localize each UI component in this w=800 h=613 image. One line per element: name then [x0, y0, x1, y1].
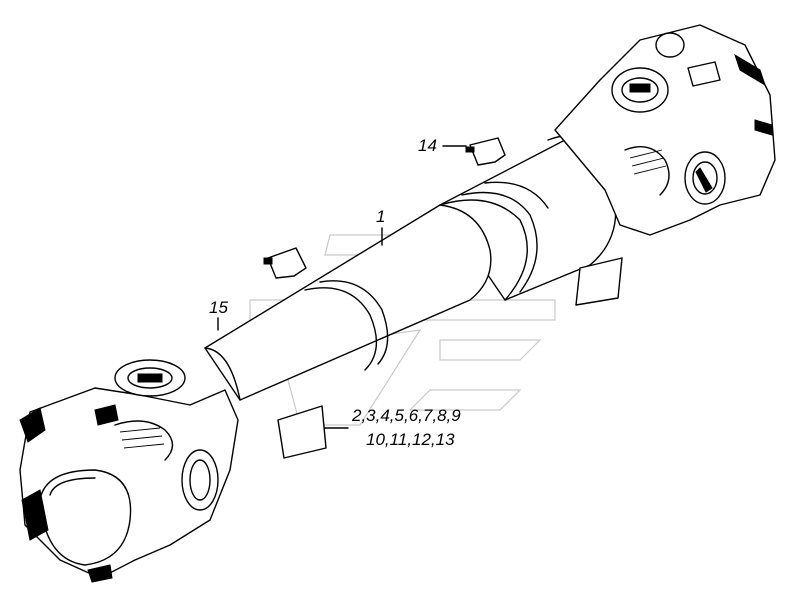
intermediate-tube: [204, 204, 492, 401]
bracket-plate-middle: [263, 247, 307, 279]
cover-plate-right: [575, 257, 623, 306]
bracket-plate-upper: [465, 137, 506, 166]
front-flange-yoke: [19, 359, 239, 583]
callout-label-bolts: 2,3,4,5,6,7,8,9: [352, 406, 461, 425]
callout-label-tube: 15: [209, 298, 228, 317]
callout-label-nuts: 10,11,12,13: [366, 430, 455, 449]
leader-lines: [217, 145, 467, 429]
callout-label-shaft: 1: [376, 207, 386, 226]
rear-flange-yoke: [554, 24, 776, 236]
cover-plate-left: [277, 405, 327, 459]
callout-label-bracket: 14: [418, 136, 437, 155]
